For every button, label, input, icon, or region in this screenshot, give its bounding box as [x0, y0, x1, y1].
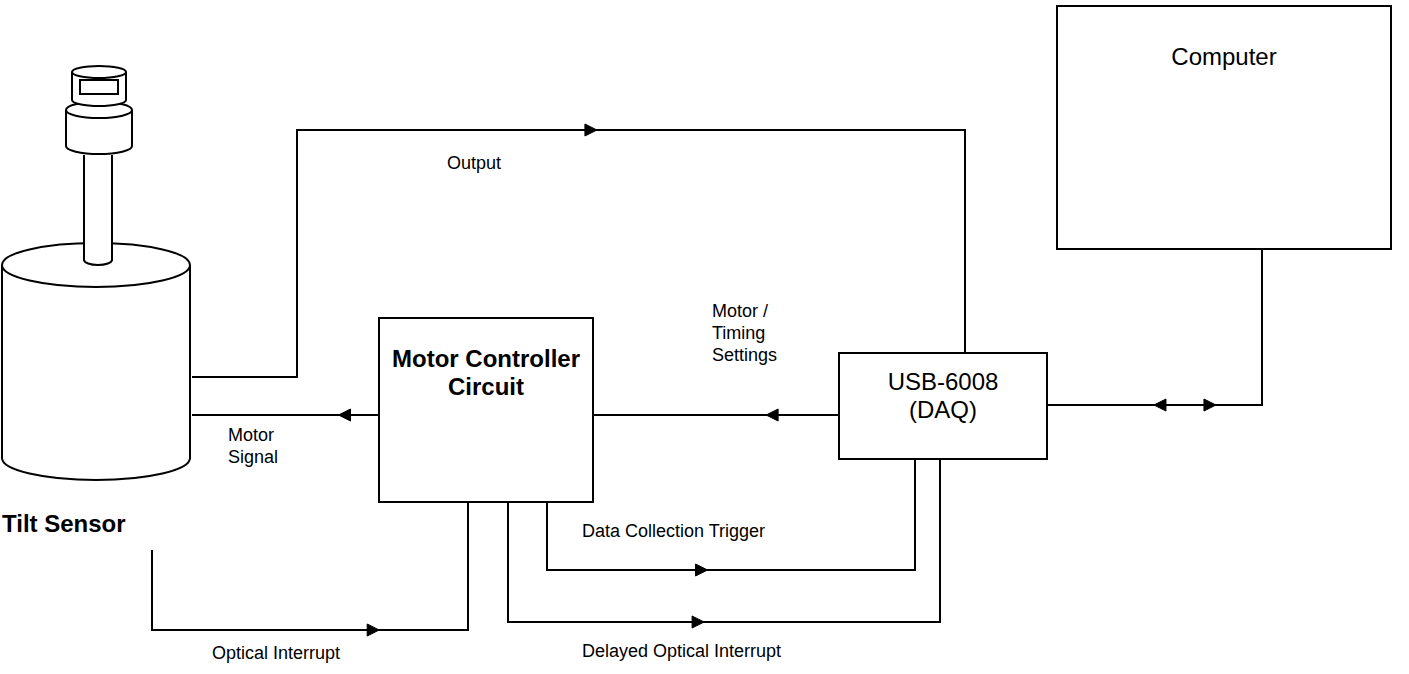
node-label: Motor Controller Circuit: [386, 345, 586, 401]
arrowhead: [367, 624, 379, 636]
process-box: Motor Controller Circuit: [378, 317, 594, 503]
arrowhead: [339, 409, 351, 421]
tilt-sensor: Tilt Sensor: [0, 60, 192, 550]
signal-label: Output: [445, 152, 503, 174]
arrowhead: [766, 409, 778, 421]
arrowhead: [692, 616, 704, 628]
signal-label: Data Collection Trigger: [580, 520, 767, 542]
signal-label: Optical Interrupt: [210, 642, 342, 664]
motor-cap-top: [72, 66, 126, 78]
node-label: Tilt Sensor: [2, 510, 126, 538]
arrowhead: [1204, 399, 1216, 411]
arrowhead: [696, 564, 708, 576]
connector: [1048, 250, 1262, 405]
connector: [594, 414, 838, 416]
connector: [547, 460, 915, 570]
node-label: USB-6008 (DAQ): [878, 368, 1008, 424]
motor-shaft: [84, 155, 112, 265]
tilt-sensor-illustration: [0, 60, 192, 550]
signal-label: Motor Signal: [226, 424, 302, 468]
arrowhead: [585, 124, 597, 136]
cap-window: [80, 80, 118, 94]
cylinder-body: [2, 265, 190, 480]
signal-label: Motor / Timing Settings: [710, 300, 806, 366]
arrowhead: [1154, 399, 1166, 411]
signal-label: Delayed Optical Interrupt: [580, 640, 783, 662]
computer-box: Computer: [1056, 5, 1392, 250]
daq-box: USB-6008 (DAQ): [838, 352, 1048, 460]
node-label: Computer: [1171, 43, 1276, 71]
connector: [152, 503, 468, 630]
